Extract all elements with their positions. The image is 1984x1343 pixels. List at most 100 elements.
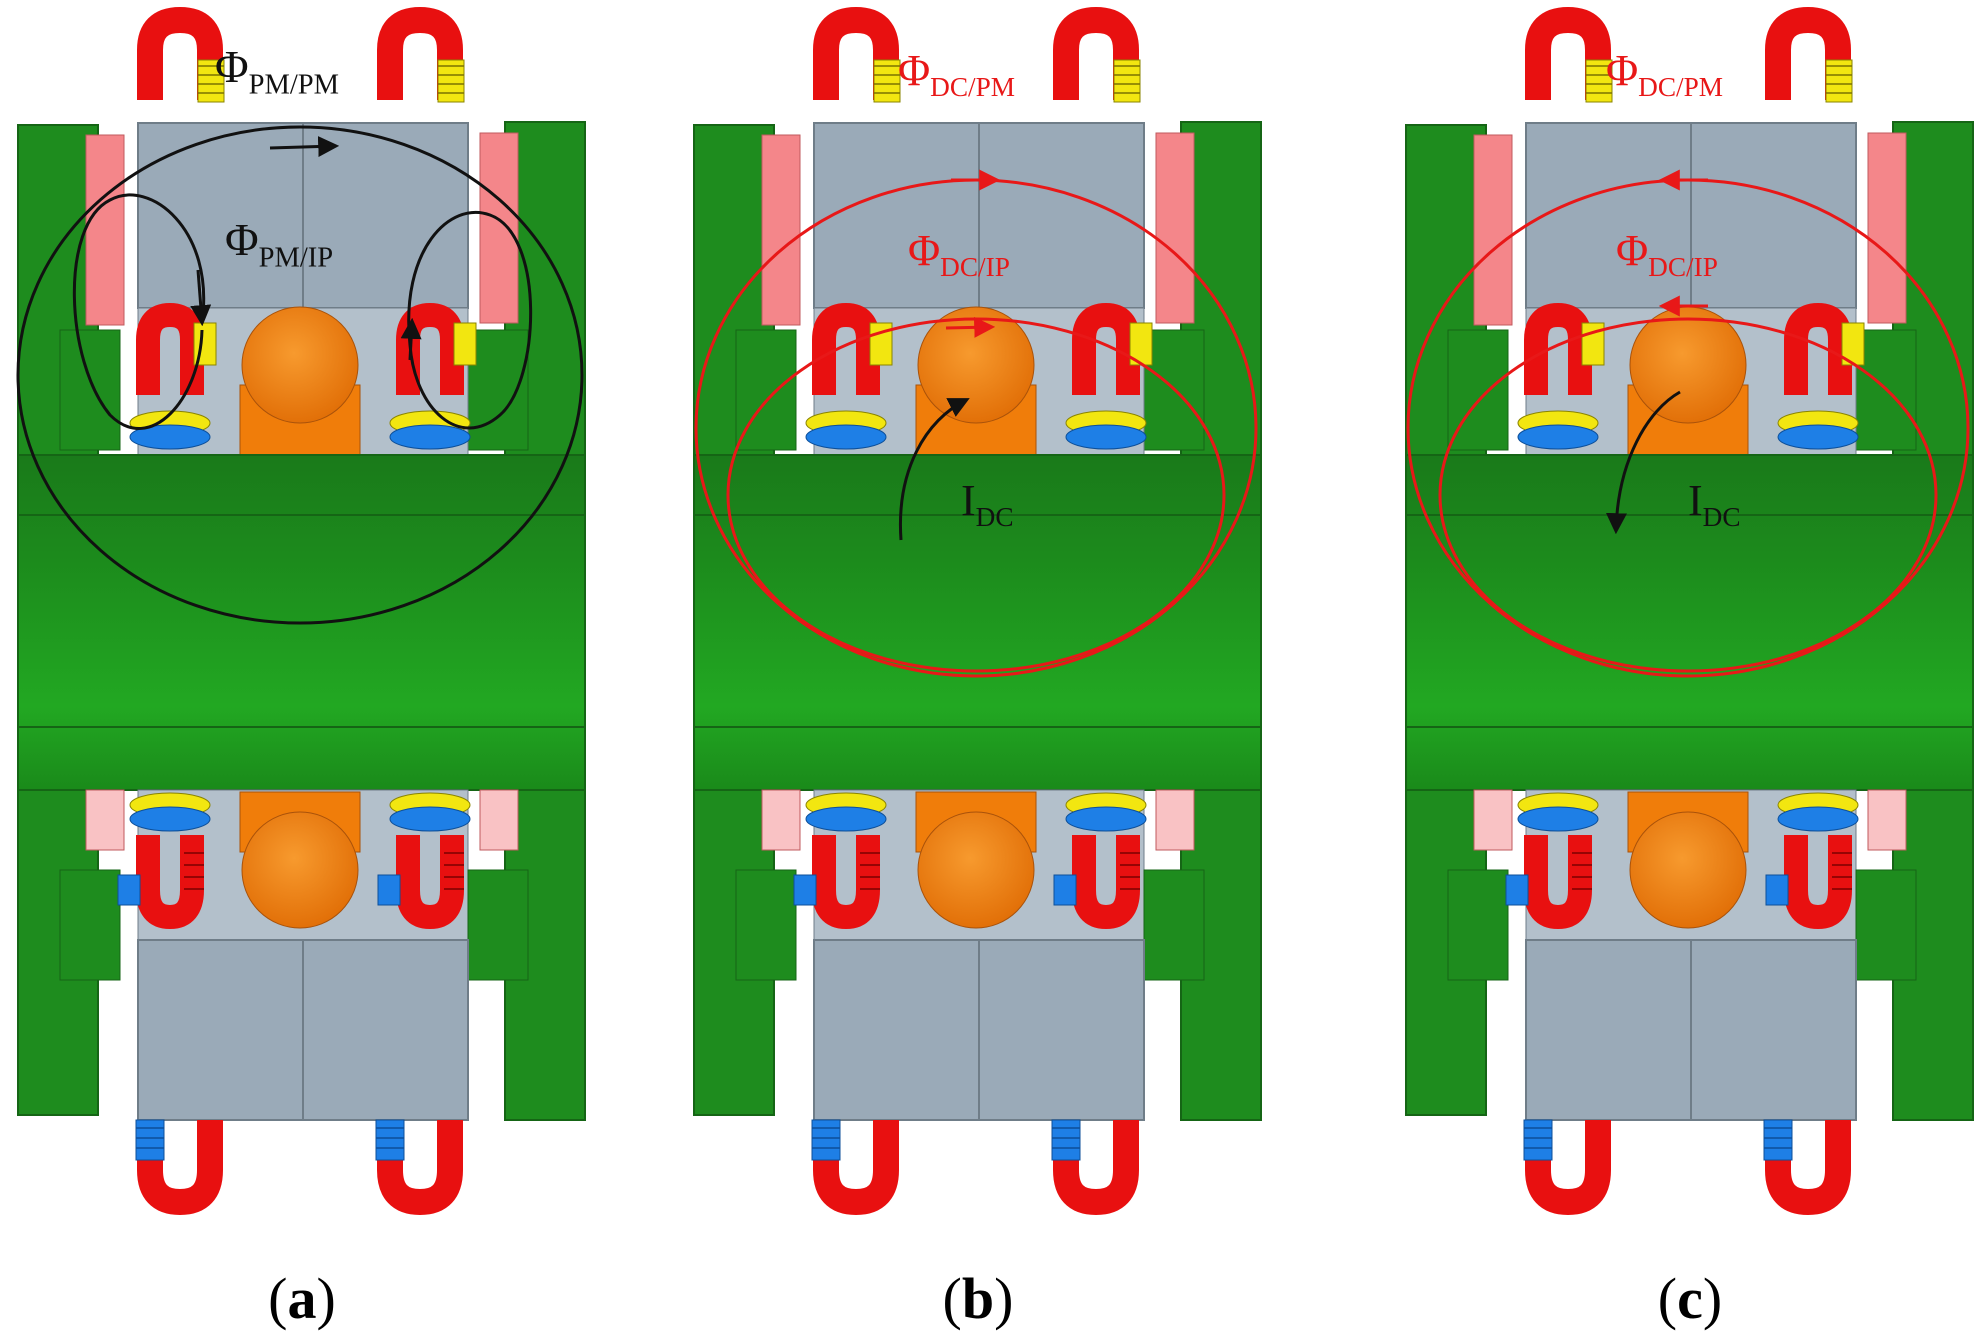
left-permanent-magnet (85, 134, 125, 326)
bottom-left-coil (135, 1119, 223, 1216)
coil-loop (813, 1120, 899, 1216)
caption-close: ) (1703, 1266, 1722, 1331)
top-left-coil (813, 6, 901, 103)
inner-coil-ring-blue (1777, 424, 1859, 450)
right-lower-magnet (479, 789, 519, 851)
upper-shaft (1629, 306, 1747, 424)
lower-right-inner-coil (1053, 792, 1147, 930)
inner-coil-blue (117, 874, 141, 906)
label-current: IDC (961, 476, 1014, 532)
flux-loop-pm-pm (16, 125, 584, 625)
right-permanent-magnet (1867, 132, 1907, 324)
inner-coil-ring-blue (1517, 806, 1599, 832)
caption-letter: b (962, 1266, 994, 1331)
label-outer-flux-symbol: Φ (1606, 46, 1638, 95)
top-left-coil (1525, 6, 1613, 103)
caption-close: ) (317, 1266, 336, 1331)
bottom-left-coil (811, 1119, 899, 1216)
coil-loop (813, 6, 899, 100)
flux-loop-pm-ip-left (72, 193, 206, 430)
coil-loop (377, 6, 463, 100)
inner-coil-ring-blue (805, 424, 887, 450)
right-inner-pole (467, 329, 529, 451)
current-arrow (898, 398, 970, 541)
coil-loop (1765, 6, 1851, 100)
label-inner-flux-symbol: Φ (908, 226, 940, 275)
left-lower-pole (735, 869, 797, 981)
top-right-coil (377, 6, 465, 103)
panel-caption: (c) (1658, 1266, 1722, 1331)
upper-right-inner-coil (1777, 302, 1865, 450)
caption-open: ( (943, 1266, 962, 1331)
flux-arrow-left (190, 269, 212, 327)
current-arrow (1605, 390, 1681, 535)
coil-loop (137, 1120, 223, 1216)
coil-loop (377, 1120, 463, 1216)
top-right-coil (1053, 6, 1141, 103)
flux-arrow-right (400, 317, 422, 361)
caption-close: ) (994, 1266, 1013, 1331)
bottom-right-coil (1051, 1119, 1139, 1216)
inner-coil-ring-blue (1065, 806, 1147, 832)
right-lower-pole (1143, 869, 1205, 981)
right-lower-magnet (1155, 789, 1195, 851)
inner-coil-ring-blue (1065, 424, 1147, 450)
label-outer-flux-subscript: PM/PM (249, 70, 339, 101)
lower-right-inner-coil (1765, 792, 1859, 930)
label-inner-flux-symbol: Φ (1616, 226, 1648, 275)
label-inner-flux-symbol: Φ (225, 214, 259, 265)
flux-arrow-pm-pm (269, 136, 340, 158)
coil-blue-segment (375, 1119, 405, 1161)
top-right-coil (1765, 6, 1853, 103)
center-yoke-band (693, 454, 1262, 791)
label-inner-flux: ΦDC/IP (908, 226, 1010, 282)
left-lower-magnet (85, 789, 125, 851)
bottom-right-coil (375, 1119, 463, 1216)
coil-loop (1053, 6, 1139, 100)
coil-loop (1053, 1120, 1139, 1216)
left-permanent-magnet (761, 134, 801, 326)
coil-blue-segment (1523, 1119, 1553, 1161)
label-current-subscript: DC (976, 502, 1014, 532)
upper-right-inner-coil (1065, 302, 1153, 450)
caption-letter: c (1677, 1266, 1703, 1331)
label-outer-flux-symbol: Φ (898, 46, 930, 95)
left-lower-magnet (1473, 789, 1513, 851)
coil-loop (1525, 1120, 1611, 1216)
lower-left-inner-coil (117, 792, 211, 930)
right-lower-pole (1855, 869, 1917, 981)
label-outer-flux-subscript: DC/PM (930, 72, 1015, 102)
coil-yellow-segment (1113, 59, 1141, 103)
inner-coil-loop (1524, 835, 1592, 930)
caption-letter: a (288, 1266, 317, 1331)
coil-yellow-segment (873, 59, 901, 103)
caption-open: ( (268, 1266, 287, 1331)
lower-shaft (1629, 811, 1747, 929)
coil-blue-segment (811, 1119, 841, 1161)
label-current-symbol: I (961, 476, 976, 525)
inner-coil-loop (1072, 302, 1140, 395)
label-outer-flux-subscript: DC/PM (1638, 72, 1723, 102)
label-outer-flux-symbol: Φ (215, 41, 249, 92)
inner-coil-loop (812, 835, 880, 930)
left-lower-pole (1447, 869, 1509, 981)
right-permanent-magnet (1155, 132, 1195, 324)
right-lower-pole (467, 869, 529, 981)
label-inner-flux-subscript: DC/IP (940, 252, 1010, 282)
coil-blue-segment (1051, 1119, 1081, 1161)
label-outer-flux: ΦPM/PM (215, 41, 339, 101)
label-current-symbol: I (1688, 476, 1703, 525)
label-current-subscript: DC (1703, 502, 1741, 532)
caption-open: ( (1658, 1266, 1677, 1331)
bottom-left-coil (1523, 1119, 1611, 1216)
lower-left-inner-coil (1505, 792, 1599, 930)
lower-right-inner-coil (377, 792, 471, 930)
inner-coil-ring-blue (1777, 806, 1859, 832)
inner-coil-yellow (453, 322, 477, 366)
panel-caption: (a) (268, 1266, 336, 1331)
flux-loop-dc-ip (1438, 317, 1938, 673)
upper-shaft (917, 306, 1035, 424)
